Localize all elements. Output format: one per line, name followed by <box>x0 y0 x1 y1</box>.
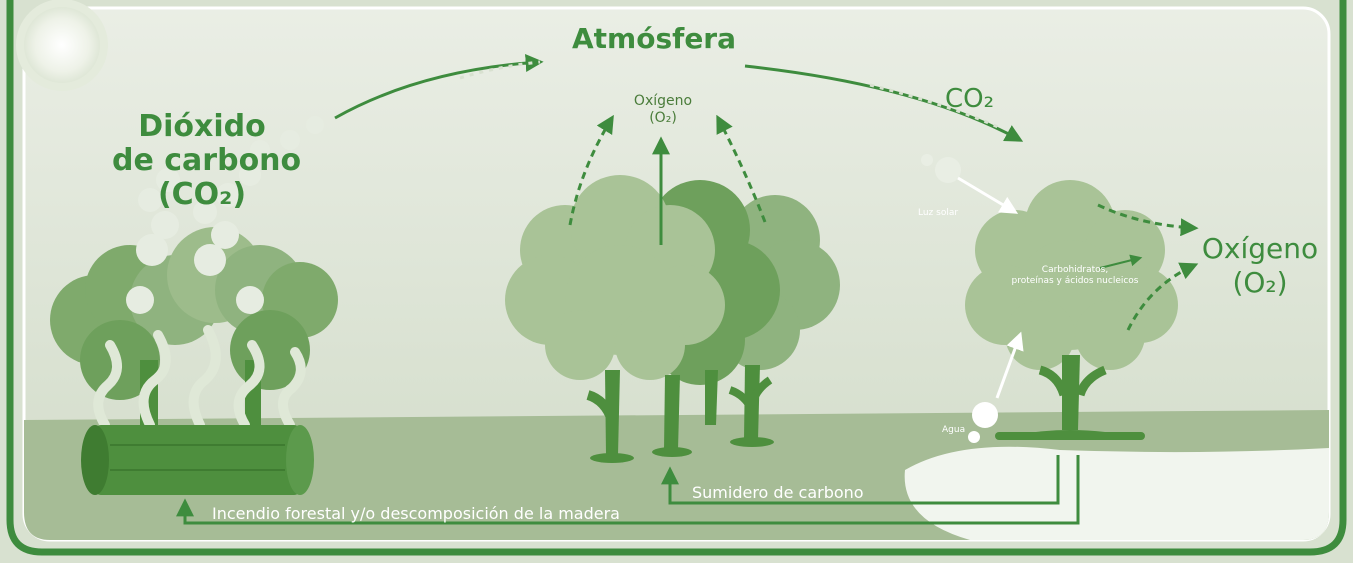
water-label: Agua <box>942 425 966 435</box>
sunlight-bubbles <box>921 154 961 183</box>
water-drops <box>968 402 998 443</box>
arrow-water <box>995 331 1024 399</box>
arrow-oxygen-right <box>716 114 767 223</box>
frame-border <box>6 0 1347 556</box>
arrow-fire-decomposition <box>176 455 1080 525</box>
oxygen-right-line2: (O₂) <box>1232 266 1288 299</box>
products-label: Carbohidratos, proteínas y ácidos nuclei… <box>985 265 1165 287</box>
arrow-sunlight <box>957 176 1019 214</box>
arrow-oxygen-out-bottom <box>1126 262 1199 331</box>
co2-right-label: CO₂ <box>945 84 995 114</box>
flames <box>93 325 306 430</box>
right-tree <box>965 180 1178 440</box>
co2-left-line3: (CO₂) <box>157 177 247 212</box>
water-body <box>904 446 1329 540</box>
oxygen-right-line1: Oxígeno <box>1201 232 1319 265</box>
products-line2: proteínas y ácidos nucleicos <box>1011 276 1139 286</box>
carbon-sink-label: Sumidero de carbono <box>692 483 864 502</box>
oxygen-middle-line1: Oxígeno <box>633 93 693 109</box>
sun-icon <box>16 0 108 91</box>
oxygen-right-label: Oxígeno (O₂) <box>1195 232 1325 300</box>
sunlight-label: Luz solar <box>918 208 959 218</box>
log <box>81 425 314 495</box>
arrow-oxygen-out-top <box>1097 203 1199 237</box>
fire-decomposition-label: Incendio forestal y/o descomposición de … <box>212 504 620 523</box>
co2-left-label: Dióxido de carbono (CO₂) <box>112 109 302 212</box>
middle-forest <box>505 175 840 463</box>
co2-left-line2: de carbono <box>112 143 302 178</box>
oxygen-middle-label: Oxígeno (O₂) <box>618 93 708 127</box>
atmosphere-label: Atmósfera <box>572 22 737 55</box>
products-line1: Carbohidratos, <box>1041 265 1109 275</box>
oxygen-middle-line2: (O₂) <box>649 110 677 126</box>
arrow-carbon-sink <box>661 455 1060 505</box>
smoke <box>126 116 324 314</box>
arrow-oxygen-left <box>568 114 614 226</box>
co2-left-line1: Dióxido <box>138 109 266 144</box>
